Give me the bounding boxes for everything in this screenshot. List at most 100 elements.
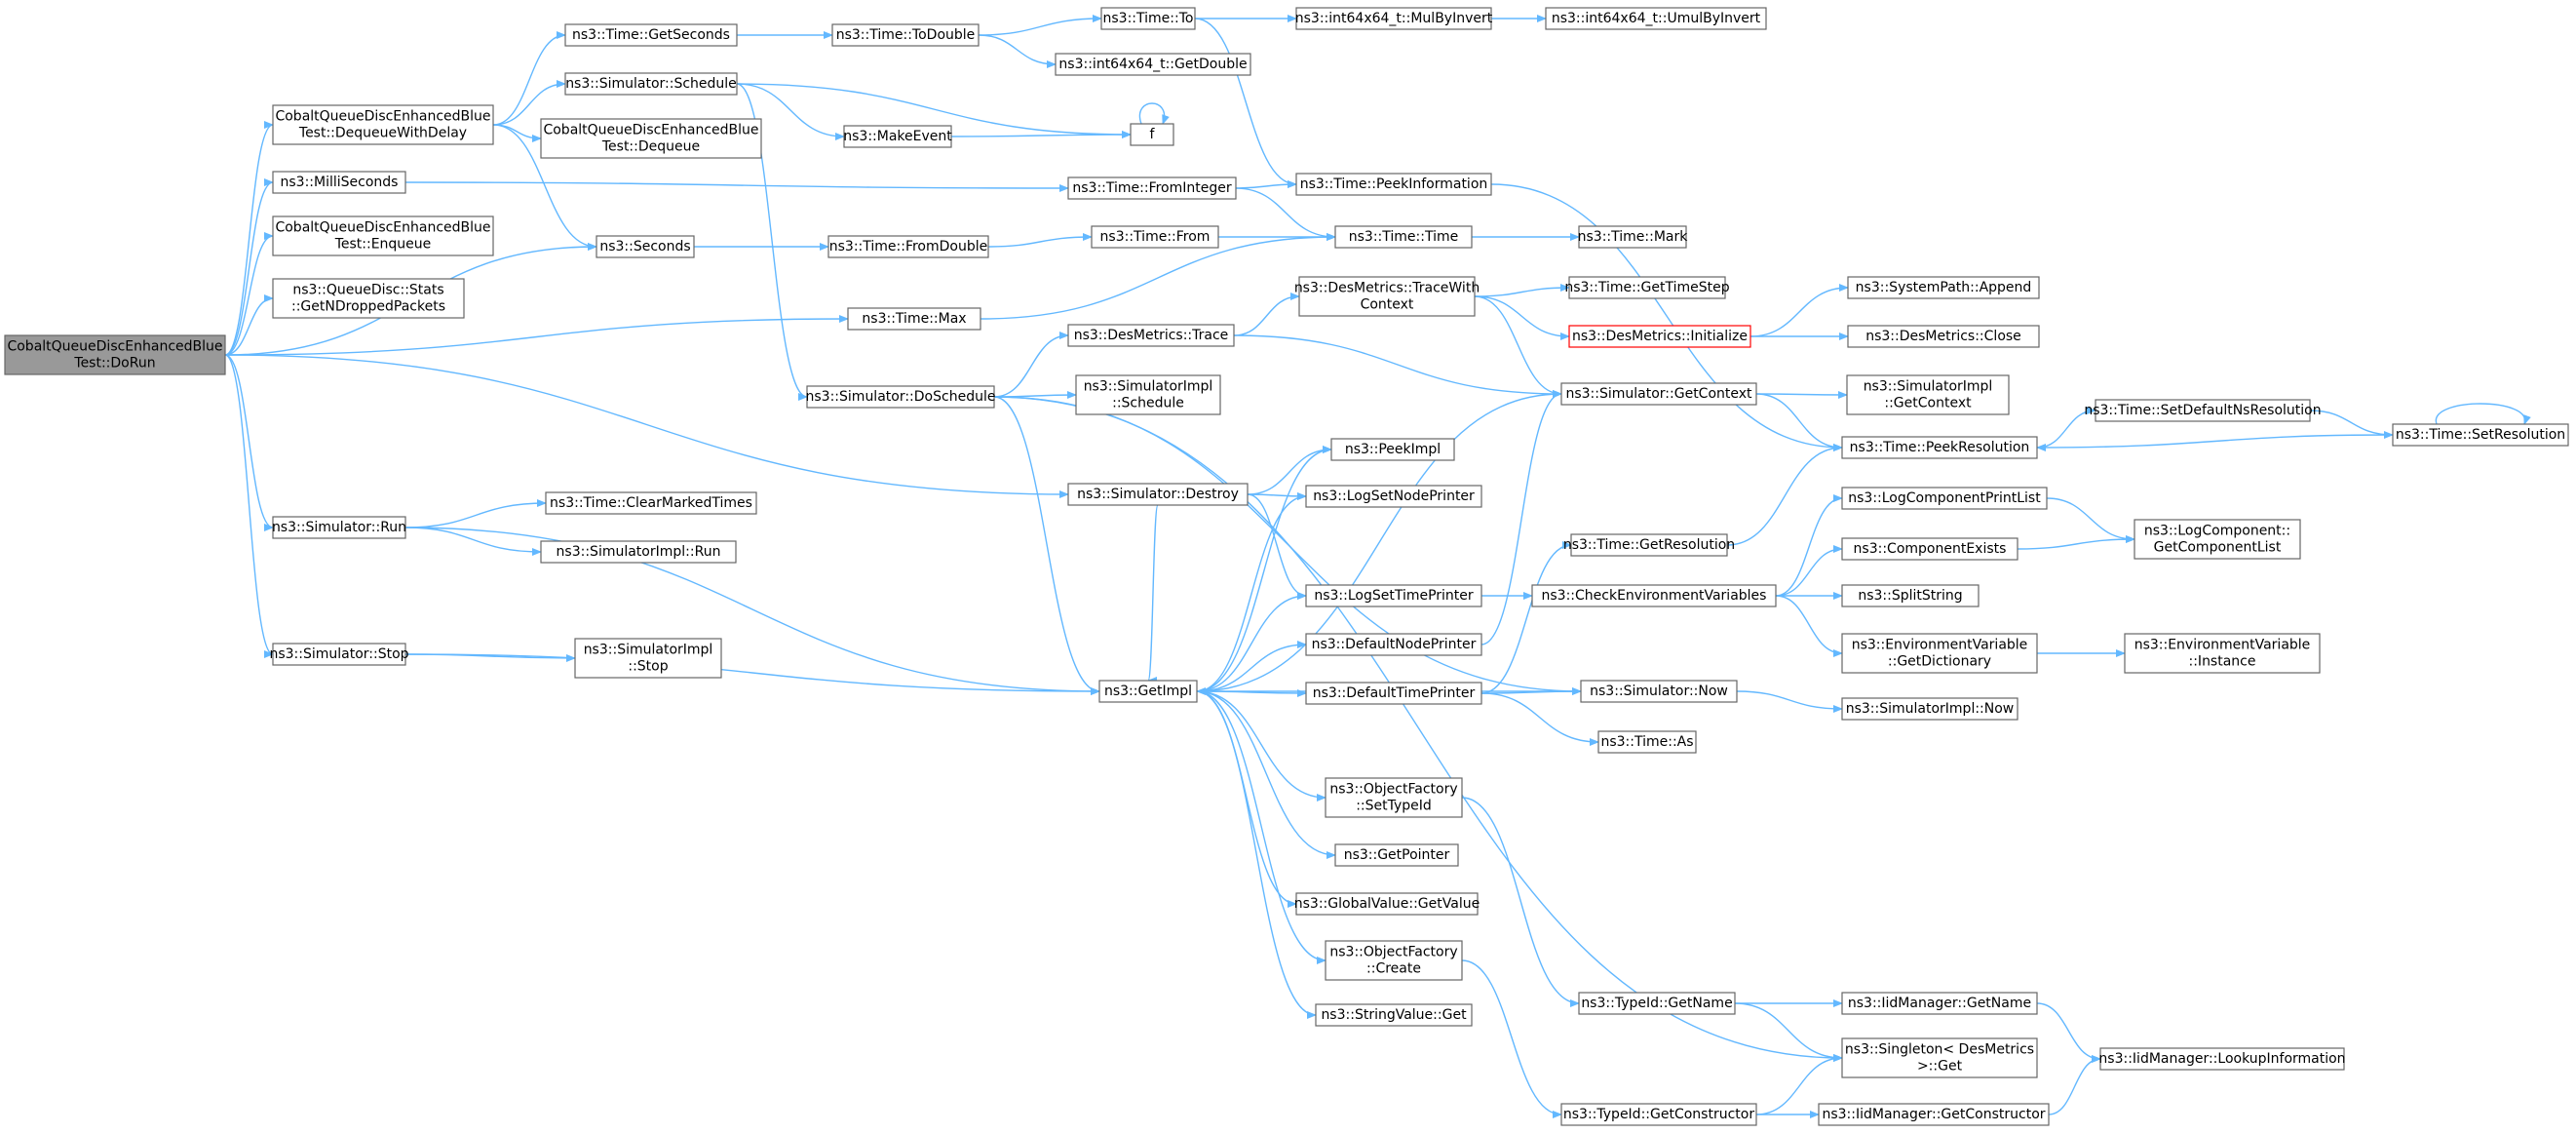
graph-node-n15[interactable]: ns3::int64x64_t::GetDouble — [1055, 53, 1251, 76]
node-box[interactable] — [1570, 533, 1728, 557]
node-box[interactable] — [272, 215, 494, 256]
graph-node-n44[interactable]: ns3::Time::FromInteger — [1067, 176, 1237, 200]
node-box[interactable] — [596, 235, 695, 258]
graph-node-n65[interactable]: ns3::TypeId::GetConstructor — [1560, 1103, 1757, 1126]
graph-node-n23[interactable]: f — [1130, 123, 1174, 146]
node-box[interactable] — [1075, 374, 1221, 415]
graph-node-n40[interactable]: ns3::SimulatorImpl::GetContext — [1846, 374, 2010, 415]
graph-node-n59[interactable]: ns3::GlobalValue::GetValue — [1294, 892, 1480, 916]
graph-node-n18[interactable]: ns3::Time::PeekInformation — [1295, 173, 1492, 196]
node-box[interactable] — [831, 23, 980, 47]
graph-node-n60[interactable]: ns3::ObjectFactory::Create — [1325, 940, 1463, 981]
node-box[interactable] — [1568, 325, 1751, 348]
node-box[interactable] — [1325, 777, 1463, 818]
graph-node-n51[interactable]: ns3::LogSetNodePrinter — [1305, 485, 1482, 508]
node-box[interactable] — [847, 307, 981, 331]
node-box[interactable] — [2095, 399, 2311, 422]
node-box[interactable] — [2124, 633, 2321, 674]
graph-node-n20[interactable]: ns3::Time::SetDefaultNsResolution — [2084, 399, 2322, 422]
graph-node-n63[interactable]: ns3::IidManager::GetName — [1841, 992, 2038, 1015]
graph-node-n50[interactable]: ns3::PeekImpl — [1330, 438, 1455, 461]
node-box[interactable] — [272, 516, 406, 539]
node-box[interactable] — [1841, 436, 2038, 459]
graph-node-n45[interactable]: ns3::Time::Time — [1334, 225, 1473, 249]
node-box[interactable] — [1295, 7, 1492, 30]
node-box[interactable] — [1847, 276, 2040, 299]
node-box[interactable] — [4, 334, 226, 375]
graph-node-n67[interactable]: ns3::Time::ClearMarkedTimes — [545, 491, 757, 515]
graph-node-n38[interactable]: ns3::LogComponent::GetComponentList — [2134, 519, 2301, 560]
graph-node-n58[interactable]: ns3::GetPointer — [1334, 843, 1459, 867]
graph-node-n27[interactable]: ns3::DesMetrics::Initialize — [1568, 325, 1751, 348]
graph-node-n48[interactable]: ns3::Time::From — [1091, 225, 1219, 249]
node-box[interactable] — [806, 385, 995, 409]
node-box[interactable] — [1098, 680, 1198, 703]
node-box[interactable] — [540, 540, 737, 564]
node-box[interactable] — [1545, 7, 1767, 30]
node-box[interactable] — [1334, 843, 1459, 867]
node-box[interactable] — [564, 72, 738, 96]
graph-node-n47[interactable]: ns3::Time::FromDouble — [827, 235, 989, 258]
graph-node-n42[interactable]: ns3::SimulatorImpl::Now — [1841, 697, 2019, 721]
graph-node-n5[interactable]: ns3::Seconds — [596, 235, 695, 258]
graph-node-n37[interactable]: ns3::ComponentExists — [1841, 537, 2019, 561]
graph-node-n68[interactable]: ns3::SimulatorImpl::Run — [540, 540, 737, 564]
graph-node-n8[interactable]: ns3::Simulator::Run — [272, 516, 406, 539]
graph-node-n6[interactable]: ns3::Time::Max — [847, 307, 981, 331]
graph-node-n11[interactable]: ns3::Simulator::Schedule — [564, 72, 738, 96]
node-box[interactable] — [1847, 325, 2040, 348]
graph-node-n24[interactable]: ns3::Simulator::DoSchedule — [806, 385, 996, 409]
node-box[interactable] — [2392, 423, 2569, 447]
graph-node-n53[interactable]: ns3::DefaultNodePrinter — [1305, 633, 1482, 656]
graph-node-n41[interactable]: ns3::Simulator::Now — [1580, 680, 1738, 703]
graph-node-n52[interactable]: ns3::LogSetTimePrinter — [1305, 584, 1482, 607]
node-box[interactable] — [827, 235, 989, 258]
node-box[interactable] — [1067, 483, 1249, 506]
graph-node-n30[interactable]: ns3::Singleton< DesMetrics >::Get — [1841, 1037, 2038, 1078]
graph-node-n7[interactable]: ns3::Simulator::Destroy — [1067, 483, 1249, 506]
graph-node-n13[interactable]: ns3::Time::ToDouble — [831, 23, 980, 47]
graph-node-n16[interactable]: ns3::int64x64_t::MulByInvert — [1295, 7, 1493, 30]
graph-node-n36[interactable]: ns3::SplitString — [1841, 584, 1980, 607]
graph-node-n31[interactable]: ns3::Simulator::GetContext — [1560, 382, 1757, 406]
node-box[interactable] — [564, 23, 738, 47]
graph-node-n54[interactable]: ns3::Time::GetResolution — [1563, 533, 1735, 557]
node-box[interactable] — [272, 643, 406, 666]
graph-node-n2[interactable]: ns3::MilliSeconds — [272, 171, 406, 194]
node-box[interactable] — [1841, 1037, 2038, 1078]
graph-node-n28[interactable]: ns3::SystemPath::Append — [1847, 276, 2040, 299]
node-box[interactable] — [1295, 173, 1492, 196]
node-box[interactable] — [1841, 992, 2038, 1015]
node-box[interactable] — [1578, 992, 1736, 1015]
graph-node-n33[interactable]: ns3::CheckEnvironmentVariables — [1531, 584, 1777, 607]
graph-node-n55[interactable]: ns3::DefaultTimePrinter — [1305, 682, 1482, 705]
node-box[interactable] — [1841, 633, 2038, 674]
graph-node-n19[interactable]: ns3::Time::PeekResolution — [1841, 436, 2038, 459]
graph-node-n32[interactable]: ns3::GetImpl — [1098, 680, 1198, 703]
node-box[interactable] — [1580, 680, 1738, 703]
graph-node-n14[interactable]: ns3::Time::To — [1100, 7, 1196, 30]
graph-node-n10[interactable]: ns3::Time::GetSeconds — [564, 23, 738, 47]
node-box[interactable] — [1295, 892, 1479, 916]
node-box[interactable] — [1305, 485, 1482, 508]
node-box[interactable] — [1298, 276, 1476, 317]
graph-node-n69[interactable]: ns3::SimulatorImpl::Stop — [574, 638, 722, 679]
node-box[interactable] — [1531, 584, 1777, 607]
graph-node-n9[interactable]: ns3::Simulator::Stop — [269, 643, 409, 666]
node-box[interactable] — [1846, 374, 2010, 415]
node-box[interactable] — [1325, 940, 1463, 981]
node-box[interactable] — [1841, 584, 1980, 607]
node-box[interactable] — [272, 104, 494, 145]
node-box[interactable] — [272, 278, 465, 319]
graph-node-n66[interactable]: ns3::IidManager::GetConstructor — [1818, 1103, 2050, 1126]
node-box[interactable] — [2099, 1047, 2345, 1071]
graph-node-n49[interactable]: ns3::Time::GetTimeStep — [1564, 276, 1730, 299]
node-box[interactable] — [1067, 176, 1237, 200]
graph-node-n29[interactable]: ns3::DesMetrics::Close — [1847, 325, 2040, 348]
node-box[interactable] — [2134, 519, 2301, 560]
graph-node-n57[interactable]: ns3::ObjectFactory::SetTypeId — [1325, 777, 1463, 818]
graph-node-n64[interactable]: ns3::IidManager::LookupInformation — [2098, 1047, 2346, 1071]
